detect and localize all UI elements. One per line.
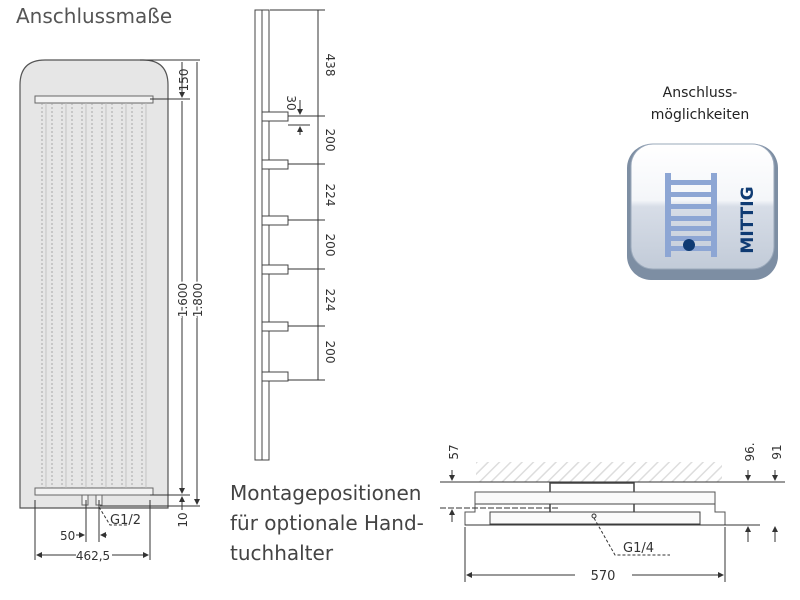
connection-label-g14: G1/4: [623, 541, 654, 556]
wall-hatch: [476, 462, 722, 482]
dim-top-right-a: 96.: [743, 442, 757, 461]
dim-side-1: 30: [284, 95, 298, 110]
dim-side-4: 200: [323, 234, 337, 257]
dim-height-inner: 1.600: [176, 283, 190, 317]
mounting-caption: Montagepositionen für optionale Hand- tu…: [230, 478, 424, 568]
connection-options-heading: Anschluss- möglichkeiten: [640, 82, 760, 126]
front-view-drawing: 150 1.600 1.800 10 G1/2 50 462,5: [19, 59, 207, 563]
side-view-drawing: 438 30 200 224 200 224 200: [254, 9, 337, 461]
connection-label-g12: G1/2: [110, 513, 141, 528]
dim-side-6: 200: [323, 341, 337, 364]
top-collector: [34, 95, 154, 104]
dim-side-0: 438: [323, 54, 337, 77]
dim-top-left: 57: [447, 444, 461, 459]
page-title: Anschlussmaße: [16, 4, 173, 28]
mounting-caption-line1: Montagepositionen: [230, 481, 422, 505]
bottom-collector: [34, 487, 154, 496]
radiator-tubes: [41, 103, 143, 488]
dim-side-3: 224: [323, 184, 337, 207]
dim-connection-spacing: 50: [60, 529, 75, 543]
dim-top-right-b: 91: [770, 444, 784, 459]
connection-options-line1: Anschluss-: [662, 85, 738, 101]
dim-side-2: 200: [323, 129, 337, 152]
dim-top: 150: [177, 69, 191, 92]
dim-width: 462,5: [76, 549, 110, 563]
dim-height-total: 1.800: [191, 283, 205, 317]
top-view-drawing: 57 96. 91 G1/4 570: [440, 442, 785, 584]
dim-top-width: 570: [591, 569, 616, 584]
mittig-label: MITTIG: [738, 186, 758, 253]
mounting-caption-line3: tuchhalter: [230, 541, 334, 565]
dim-side-5: 224: [323, 289, 337, 312]
connection-center-icon: MITTIG: [627, 143, 778, 280]
mounting-caption-line2: für optionale Hand-: [230, 511, 424, 535]
dim-bottom: 10: [176, 512, 190, 527]
connection-options-line2: möglichkeiten: [650, 107, 750, 123]
